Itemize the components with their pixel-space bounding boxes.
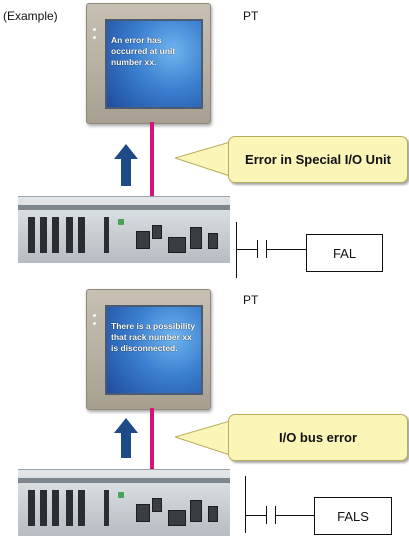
ladder-wire <box>267 249 306 250</box>
pt-monitor-2: There is a possibility that rack number … <box>86 289 211 410</box>
contact-right-bar <box>266 240 267 258</box>
fal-instruction-box: FAL <box>306 234 383 272</box>
pt-screen-2: There is a possibility that rack number … <box>105 305 203 395</box>
ladder-wire <box>236 249 257 250</box>
example-label: (Example) <box>3 9 58 23</box>
pt-label: PT <box>243 293 259 307</box>
fals-instruction-box: FALS <box>314 497 392 535</box>
pt-cable <box>150 122 154 230</box>
error-callout: I/O bus error <box>228 414 408 461</box>
pt-indicator-dots <box>93 28 96 44</box>
upward-arrow-icon <box>114 418 138 458</box>
ladder-power-rail <box>245 476 246 533</box>
pt-screen-1: An error has occurred at unit number xx. <box>105 19 203 109</box>
pt-label: PT <box>243 9 259 23</box>
pt-monitor-1: An error has occurred at unit number xx. <box>86 3 211 124</box>
plc-rack <box>18 469 230 536</box>
pt-indicator-dots <box>93 314 96 330</box>
upward-arrow-icon <box>114 144 138 186</box>
pt-cable <box>150 408 154 518</box>
ladder-wire <box>245 515 266 516</box>
pt-screen-message: There is a possibility that rack number … <box>111 321 196 353</box>
callout-pointer <box>175 420 231 456</box>
callout-pointer <box>175 141 231 177</box>
pt-screen-message: An error has occurred at unit number xx. <box>111 35 176 67</box>
contact-left-bar <box>266 506 267 524</box>
contact-right-bar <box>275 506 276 524</box>
ladder-wire <box>276 515 314 516</box>
ladder-power-rail <box>236 222 237 278</box>
plc-rack <box>18 196 230 263</box>
contact-left-bar <box>257 240 258 258</box>
error-callout: Error in Special I/O Unit <box>228 136 408 183</box>
